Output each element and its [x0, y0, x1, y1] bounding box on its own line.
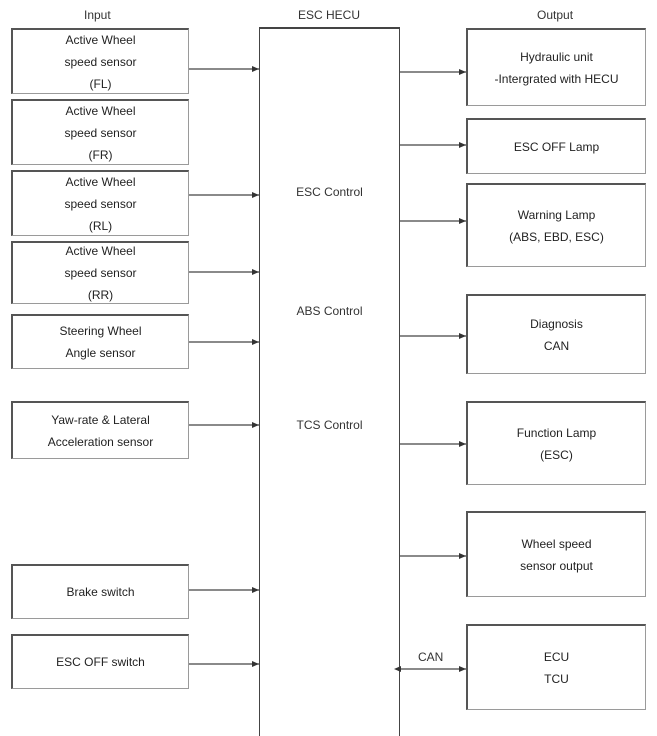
input-text: (RR) [87, 288, 114, 302]
input-text: speed sensor [64, 266, 137, 280]
output-box-wheel-speed-output: Wheel speed sensor output [466, 511, 646, 597]
input-text: Active Wheel [65, 174, 136, 189]
input-box-esc-off-switch: ESC OFF switch [11, 634, 189, 689]
output-text: sensor output [520, 558, 593, 573]
header-output: Output [537, 8, 574, 22]
input-text: speed sensor [64, 125, 137, 140]
input-text: Acceleration sensor [47, 434, 154, 449]
input-box-wheel-speed-rr: Active Wheel speed sensor (RR) [11, 241, 189, 304]
output-text: (ABS, EBD, ESC) [509, 229, 604, 244]
output-text: Warning Lamp [517, 207, 596, 222]
output-text: ESC OFF Lamp [513, 139, 600, 154]
input-box-wheel-speed-rl: Active Wheel speed sensor (RL) [11, 170, 189, 236]
output-box-function-lamp: Function Lamp (ESC) [466, 401, 646, 485]
control-tcs: TCS Control [296, 418, 363, 432]
input-box-yaw-rate-lateral: Yaw-rate & Lateral Acceleration sensor [11, 401, 189, 459]
input-text: Active Wheel [65, 103, 136, 118]
input-text: Yaw-rate & Lateral [51, 412, 150, 427]
output-text: (ESC) [540, 447, 573, 462]
output-box-hydraulic-unit: Hydraulic unit -Intergrated with HECU [466, 28, 646, 106]
output-text: TCU [544, 671, 569, 686]
input-text: Active Wheel [65, 32, 136, 47]
output-box-warning-lamp: Warning Lamp (ABS, EBD, ESC) [466, 183, 646, 267]
input-text: (RL) [88, 218, 113, 233]
input-text: (FL) [89, 76, 112, 91]
input-text: Angle sensor [65, 346, 136, 360]
output-box-ecu-tcu: ECU TCU [466, 624, 646, 710]
input-box-brake-switch: Brake switch [11, 564, 189, 619]
output-text: Wheel speed [521, 536, 592, 551]
input-text: Brake switch [66, 585, 135, 599]
can-bus-label: CAN [418, 650, 444, 664]
output-box-diagnosis: Diagnosis CAN [466, 294, 646, 374]
input-text: Active Wheel [65, 244, 136, 258]
input-text: ESC OFF switch [56, 655, 145, 669]
input-text: speed sensor [64, 196, 137, 211]
header-input: Input [84, 8, 111, 22]
output-text: CAN [543, 338, 570, 353]
output-text: ECU [543, 649, 570, 664]
input-box-wheel-speed-fr: Active Wheel speed sensor (FR) [11, 99, 189, 165]
output-text: -Intergrated with HECU [494, 71, 619, 86]
input-text: speed sensor [64, 54, 137, 69]
control-abs: ABS Control [296, 304, 363, 318]
input-box-wheel-speed-fl: Active Wheel speed sensor (FL) [11, 28, 189, 94]
header-esc-hecu: ESC HECU [298, 8, 361, 22]
input-text: Steering Wheel [59, 324, 142, 338]
output-box-esc-off-lamp: ESC OFF Lamp [466, 118, 646, 174]
input-text: (FR) [88, 147, 113, 162]
esc-hecu-block [259, 27, 400, 736]
output-text: Hydraulic unit [520, 49, 593, 64]
control-esc: ESC Control [296, 185, 363, 199]
output-text: Diagnosis [530, 316, 583, 331]
input-box-steering-wheel-angle: Steering Wheel Angle sensor [11, 314, 189, 369]
output-text: Function Lamp [516, 425, 597, 440]
